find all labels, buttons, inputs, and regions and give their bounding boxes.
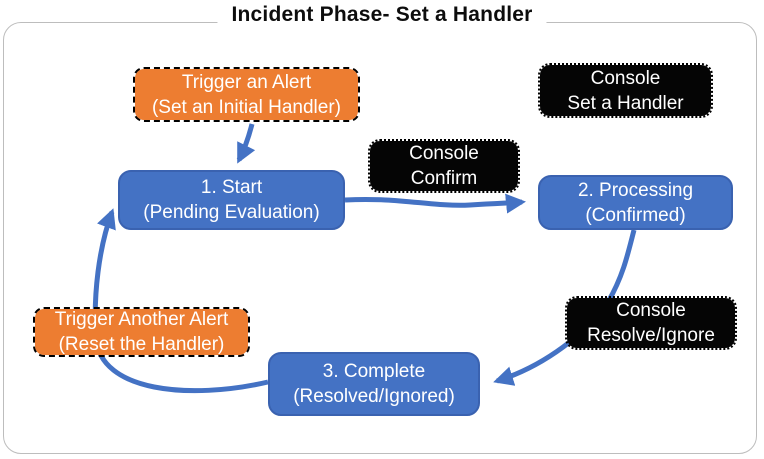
node-console-set-handler-line1: Console	[590, 67, 661, 89]
node-processing: 2. Processing (Confirmed)	[538, 175, 733, 230]
node-trigger-alert-line1: Trigger an Alert	[181, 71, 312, 93]
node-trigger-another: Trigger Another Alert (Reset the Handler…	[33, 307, 250, 357]
node-complete-line1: 3. Complete	[322, 361, 426, 382]
node-console-confirm: Console Confirm	[368, 139, 520, 193]
node-start-line1: 1. Start	[200, 177, 263, 198]
node-console-set-handler-line2: Set a Handler	[567, 92, 684, 114]
node-trigger-another-line2: (Reset the Handler)	[58, 334, 225, 355]
node-start: 1. Start (Pending Evaluation)	[118, 170, 345, 230]
node-console-confirm-line1: Console	[409, 143, 479, 164]
node-start-line2: (Pending Evaluation)	[143, 202, 320, 223]
node-trigger-another-line1: Trigger Another Alert	[54, 309, 229, 330]
node-trigger-alert: Trigger an Alert (Set an Initial Handler…	[133, 67, 360, 122]
node-trigger-alert-line2: (Set an Initial Handler)	[151, 96, 342, 118]
node-console-resolve-line2: Resolve/Ignore	[587, 325, 715, 346]
arrow-start-to-processing	[344, 193, 526, 214]
arrow-complete-to-start	[92, 208, 269, 394]
node-complete-line2: (Resolved/Ignored)	[293, 386, 455, 407]
node-processing-line1: 2. Processing	[577, 179, 694, 201]
node-console-set-handler: Console Set a Handler	[538, 63, 713, 118]
diagram-title: Incident Phase- Set a Handler	[217, 3, 547, 27]
node-console-confirm-line2: Confirm	[410, 168, 478, 189]
node-console-resolve-line1: Console	[616, 300, 686, 321]
arrow-trigger-to-start	[236, 123, 256, 164]
node-complete: 3. Complete (Resolved/Ignored)	[268, 352, 480, 416]
node-processing-line2: (Confirmed)	[585, 204, 686, 226]
node-console-resolve: Console Resolve/Ignore	[565, 296, 737, 350]
